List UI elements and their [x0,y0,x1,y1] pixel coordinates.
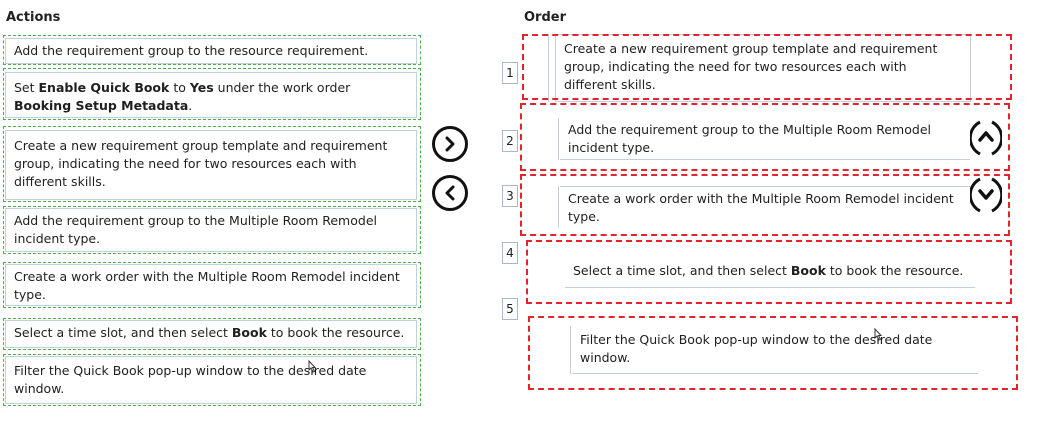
order-number: 4 [502,242,518,264]
chevron-up-icon [968,120,1004,156]
chevron-left-icon [445,185,455,201]
order-divider [548,34,549,102]
cursor-icon [308,360,317,373]
order-item-4[interactable]: Select a time slot, and then select Book… [565,258,975,288]
order-number: 1 [502,62,518,84]
move-right-button[interactable] [432,126,468,162]
order-item-5[interactable]: Filter the Quick Book pop-up window to t… [572,326,978,374]
actions-heading: Actions [6,10,61,25]
action-item-7[interactable]: Filter the Quick Book pop-up window to t… [5,356,417,404]
action-item-6[interactable]: Select a time slot, and then select Book… [5,320,417,348]
order-item-2[interactable]: Add the requirement group to the Multipl… [560,118,970,160]
order-divider [558,118,559,160]
move-down-button[interactable] [968,175,1004,215]
order-divider [558,186,559,228]
move-left-button[interactable] [432,175,468,211]
cursor-icon [874,328,883,341]
action-item-3[interactable]: Create a new requirement group template … [5,130,417,200]
chevron-right-icon [445,136,455,152]
order-item-3[interactable]: Create a work order with the Multiple Ro… [560,186,970,228]
order-number: 5 [502,298,518,320]
order-divider [570,326,571,374]
order-heading: Order [524,10,566,25]
chevron-down-icon [968,177,1004,213]
action-item-1[interactable]: Add the requirement group to the resourc… [5,38,417,64]
move-up-button[interactable] [968,118,1004,158]
action-item-5[interactable]: Create a work order with the Multiple Ro… [5,264,417,306]
order-number: 3 [502,185,518,207]
action-item-4[interactable]: Add the requirement group to the Multipl… [5,208,417,252]
order-number: 2 [502,130,518,152]
order-item-1[interactable]: Create a new requirement group template … [555,34,971,102]
action-item-2[interactable]: Set Enable Quick Book to Yes under the w… [5,72,417,118]
